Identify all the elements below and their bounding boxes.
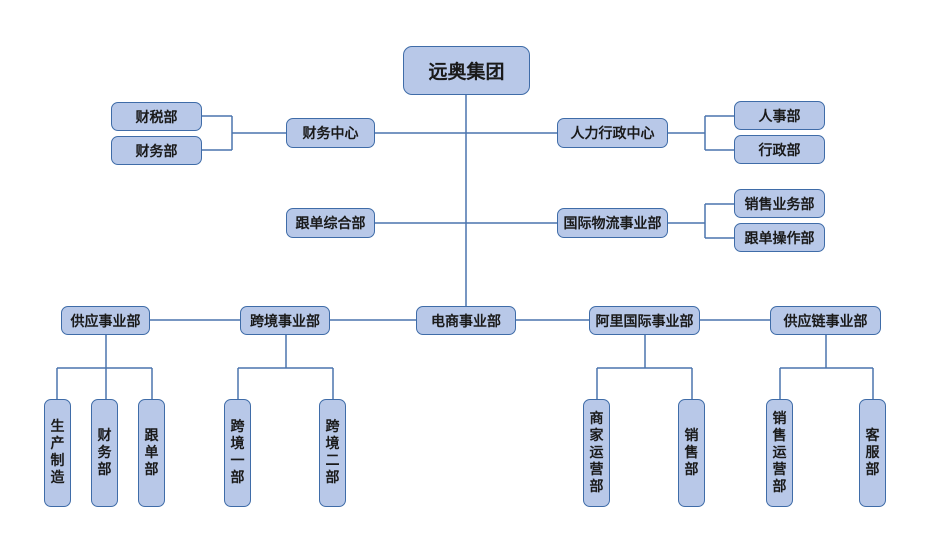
tax-dept-box[interactable]: 财税部 xyxy=(111,102,202,131)
hr-dept-box[interactable]: 人事部 xyxy=(734,101,825,130)
vertical-label-char: 产 xyxy=(50,436,65,452)
vertical-label-char: 部 xyxy=(325,470,340,486)
vertical-label-char: 运 xyxy=(772,444,787,461)
vertical-label-char: 部 xyxy=(144,461,159,478)
vertical-label-char: 跟 xyxy=(144,427,159,444)
crossborder-dept-2-box[interactable]: 跨境二部 xyxy=(319,399,346,507)
supply-division-box[interactable]: 供应事业部 xyxy=(61,306,150,335)
order-operation-dept-box[interactable]: 跟单操作部 xyxy=(734,223,825,252)
customer-service-dept-box[interactable]: 客服部 xyxy=(859,399,886,507)
production-manufacturing-box[interactable]: 生产制造 xyxy=(44,399,71,507)
vertical-label-char: 跨 xyxy=(230,419,245,435)
vertical-label-char: 制 xyxy=(50,453,65,469)
vertical-label-char: 销 xyxy=(684,427,699,444)
alibaba-intl-division-box[interactable]: 阿里国际事业部 xyxy=(589,306,700,335)
vertical-label-char: 营 xyxy=(589,461,604,478)
vertical-label-char: 售 xyxy=(772,427,787,444)
vertical-label-char: 售 xyxy=(684,444,699,461)
sales-operations-dept-box[interactable]: 销售运营部 xyxy=(766,399,793,507)
vertical-label-char: 运 xyxy=(589,444,604,461)
vertical-label-char: 二 xyxy=(325,453,340,469)
vertical-label-char: 境 xyxy=(230,436,245,452)
vertical-label-char: 生 xyxy=(50,419,65,435)
finance-dept-box[interactable]: 财务部 xyxy=(111,136,202,165)
ecommerce-division-box[interactable]: 电商事业部 xyxy=(416,306,516,335)
finance-center-box[interactable]: 财务中心 xyxy=(286,118,375,148)
admin-dept-box[interactable]: 行政部 xyxy=(734,135,825,164)
vertical-label-char: 单 xyxy=(144,444,159,461)
vertical-label-char: 部 xyxy=(97,461,112,478)
vertical-label-char: 客 xyxy=(865,427,880,444)
vertical-label-char: 财 xyxy=(97,427,112,444)
vertical-label-char: 部 xyxy=(865,461,880,478)
vertical-label-char: 营 xyxy=(772,461,787,478)
alibaba-sales-dept-box[interactable]: 销售部 xyxy=(678,399,705,507)
vertical-label-char: 造 xyxy=(50,470,65,486)
hr-admin-center-box[interactable]: 人力行政中心 xyxy=(557,118,668,148)
supply-order-dept-box[interactable]: 跟单部 xyxy=(138,399,165,507)
vertical-label-char: 部 xyxy=(230,470,245,486)
vertical-label-char: 商 xyxy=(589,410,604,427)
crossborder-dept-1-box[interactable]: 跨境一部 xyxy=(224,399,251,507)
order-integrated-dept-box[interactable]: 跟单综合部 xyxy=(286,208,375,238)
vertical-label-char: 部 xyxy=(684,461,699,478)
vertical-label-char: 境 xyxy=(325,436,340,452)
vertical-label-char: 销 xyxy=(772,410,787,427)
vertical-label-char: 部 xyxy=(589,478,604,495)
vertical-label-char: 务 xyxy=(97,444,112,461)
supply-chain-division-box[interactable]: 供应链事业部 xyxy=(770,306,881,335)
vertical-label-char: 跨 xyxy=(325,419,340,435)
vertical-label-char: 服 xyxy=(865,444,880,461)
crossborder-division-box[interactable]: 跨境事业部 xyxy=(240,306,330,335)
vertical-label-char: 家 xyxy=(589,427,604,444)
vertical-label-char: 部 xyxy=(772,478,787,495)
merchant-operations-dept-box[interactable]: 商家运营部 xyxy=(583,399,610,507)
sales-business-dept-box[interactable]: 销售业务部 xyxy=(734,189,825,218)
root-company-box[interactable]: 远奥集团 xyxy=(403,46,530,95)
intl-logistics-division-box[interactable]: 国际物流事业部 xyxy=(557,208,668,238)
supply-finance-dept-box[interactable]: 财务部 xyxy=(91,399,118,507)
vertical-label-char: 一 xyxy=(230,453,245,469)
